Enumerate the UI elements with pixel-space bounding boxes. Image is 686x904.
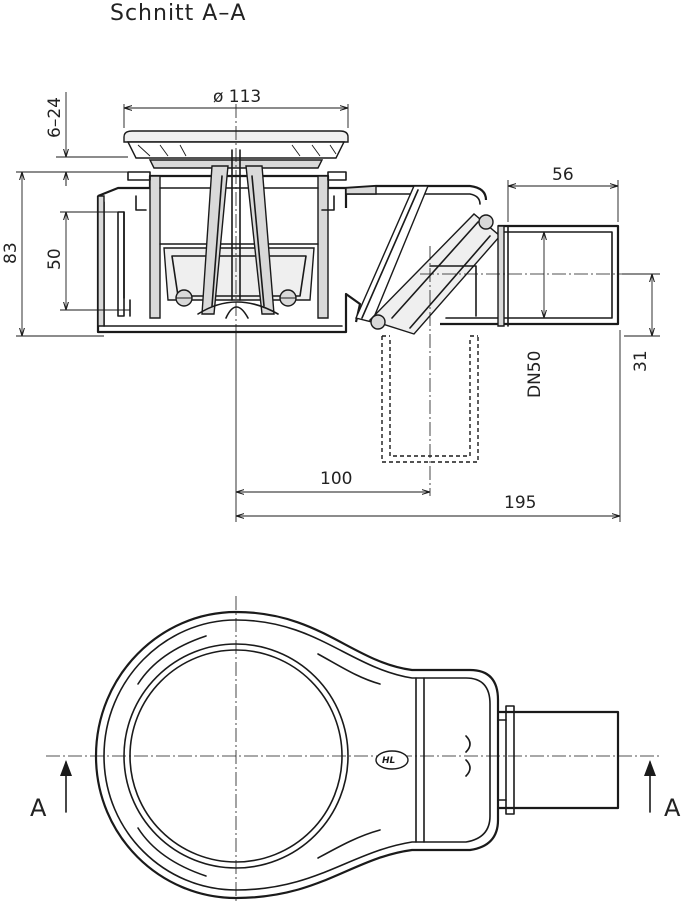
dim-dn-label: DN50 [525, 351, 545, 398]
section-marker-right-label: A [664, 794, 681, 822]
dim-right-31: 31 [622, 273, 660, 372]
dim-outlet-length: 56 [507, 165, 619, 222]
section-marker-left-label: A [30, 794, 47, 822]
dim-dn: DN50 [525, 232, 545, 398]
dim-height-total: 83 [1, 171, 104, 337]
dim-length-195: 195 [236, 330, 621, 522]
dim-range: 6–24 [45, 92, 132, 186]
section-title: Schnitt A–A [110, 1, 246, 26]
plan-inner-outline [103, 619, 491, 891]
dim-height-50: 50 [45, 211, 130, 311]
plan-outlet-pipe [498, 710, 620, 810]
dim-height-total-label: 83 [1, 242, 21, 264]
drain-housing [96, 171, 362, 334]
dim-height-50-label: 50 [45, 248, 65, 270]
section-view: ø 113 6–24 83 50 56 [1, 87, 660, 522]
dim-range-label: 6–24 [45, 97, 65, 138]
dim-length-195-label: 195 [504, 493, 536, 513]
section-marker-right: A [644, 760, 681, 822]
outlet-body [345, 184, 620, 335]
dim-length-100: 100 [235, 330, 430, 522]
vertical-outlet [381, 335, 479, 463]
hl-logo-text: HL [382, 756, 396, 766]
plan-view: HL A A [30, 596, 681, 904]
dim-length-100-label: 100 [320, 469, 352, 489]
grating-cover [123, 130, 349, 169]
dim-diameter-label: ø 113 [213, 87, 261, 107]
section-marker-left: A [30, 760, 72, 822]
plan-outer-outline [94, 610, 500, 900]
hl-logo: HL [375, 750, 409, 770]
dim-diameter: ø 113 [123, 87, 349, 128]
dim-right-31-label: 31 [631, 350, 651, 372]
odour-trap [175, 149, 297, 319]
dim-outlet-length-label: 56 [552, 165, 574, 185]
